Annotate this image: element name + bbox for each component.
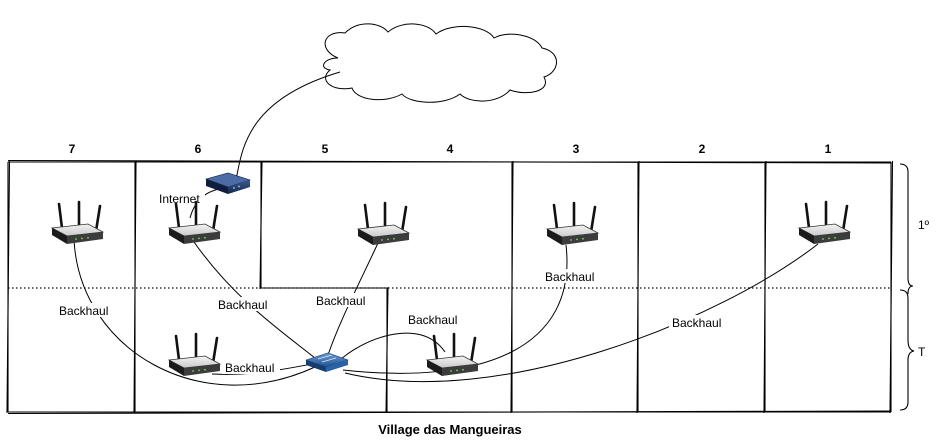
- unit-number-3: 3: [573, 142, 580, 156]
- wireless-router-unit-6-upper: [167, 200, 222, 246]
- unit-number-1: 1: [825, 142, 832, 156]
- unit-number-2: 2: [699, 142, 706, 156]
- upper-floor-label: 1º: [918, 218, 930, 232]
- backhaul-label-lower-6: Backhaul: [225, 361, 274, 375]
- link-labels: Backhaul Backhaul Backhaul Backhaul Back…: [56, 191, 727, 375]
- unit-number-5: 5: [322, 142, 329, 156]
- wireless-router-unit-7-upper: [50, 200, 105, 246]
- internet-link: [235, 71, 341, 181]
- wireless-router-unit-1-upper: [797, 200, 852, 246]
- backhaul-label-unit-4: Backhaul: [408, 313, 457, 327]
- network-switch-icon: [305, 352, 349, 372]
- modem-icon: [205, 172, 251, 194]
- backhaul-label-unit-1: Backhaul: [672, 316, 721, 330]
- upper-floor-brace: [899, 163, 914, 295]
- backhaul-link-unit-4: [337, 332, 446, 363]
- building-outline: [6, 159, 894, 415]
- lower-floor-label: T: [918, 345, 926, 359]
- cloud-icon: [323, 23, 557, 103]
- backhaul-link-unit-7: [73, 239, 316, 386]
- diagram-title: Village das Mangueiras: [378, 422, 522, 437]
- backhaul-label-unit-3: Backhaul: [545, 270, 594, 284]
- backhaul-label-unit-6: Backhaul: [218, 298, 267, 312]
- backhaul-link-unit-1: [344, 243, 819, 383]
- internet-label: Internet: [159, 192, 200, 206]
- backhaul-link-unit-6: [193, 241, 321, 363]
- unit-number-6: 6: [195, 142, 202, 156]
- wireless-router-unit-4-lower: [425, 332, 480, 378]
- wireless-router-unit-3-upper: [545, 201, 600, 247]
- backhaul-label-unit-5: Backhaul: [316, 294, 365, 308]
- unit-number-7: 7: [69, 142, 76, 156]
- unit-number-4: 4: [447, 142, 454, 156]
- lower-floor-brace: [899, 289, 915, 411]
- backhaul-label-unit-7: Backhaul: [59, 304, 108, 318]
- wireless-router-unit-6-lower: [167, 332, 222, 378]
- wireless-router-unit-5-upper: [356, 201, 411, 247]
